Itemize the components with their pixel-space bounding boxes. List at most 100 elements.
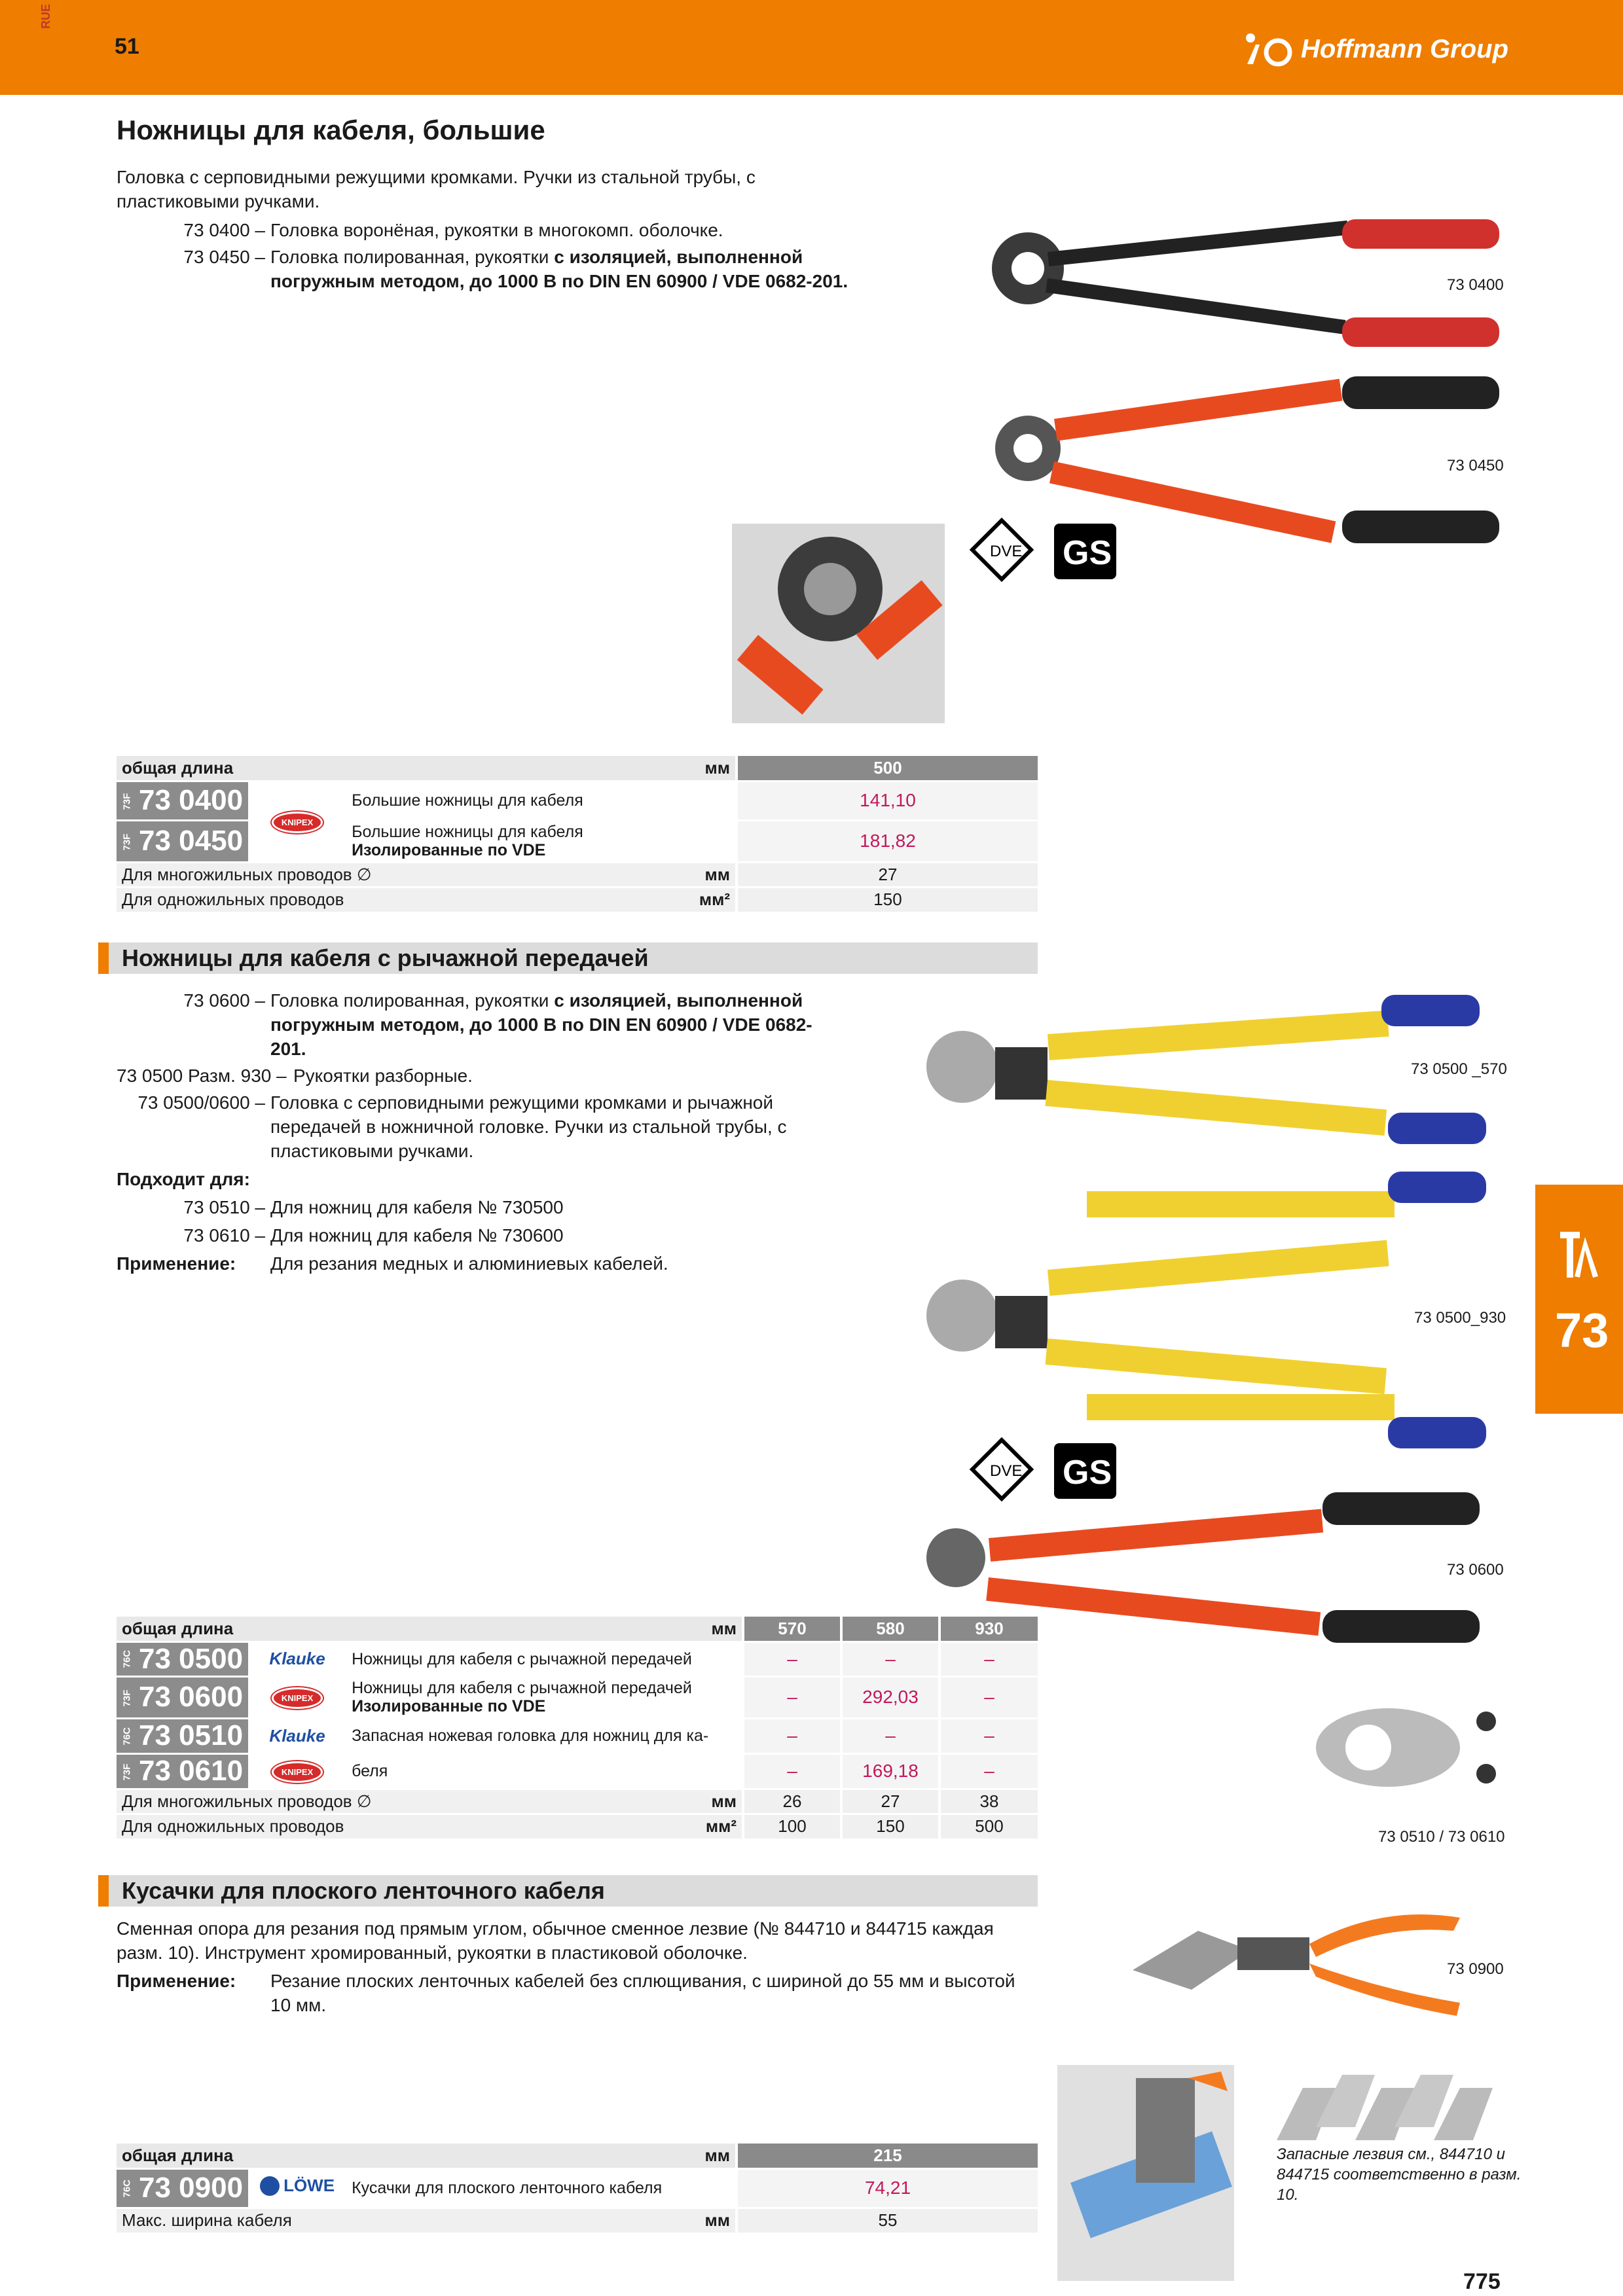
article-group: 73F — [121, 1763, 133, 1781]
replacement-blade-head-image — [1316, 1708, 1496, 1787]
variant-code: 73 0450 – — [183, 247, 265, 267]
article-price: – — [742, 1717, 841, 1753]
svg-text:DVE: DVE — [990, 1462, 1022, 1480]
svg-text:GS: GS — [1063, 534, 1112, 572]
section1-intro: Головка с серповидными режущими кромками… — [117, 167, 756, 211]
fits-row: 73 0610 – Для ножниц для кабеля № 730600 — [117, 1223, 869, 1247]
spec-value: 100 — [742, 1812, 841, 1839]
vde-gs-certification-icon: DVE GS — [969, 517, 1116, 583]
fits-text: Для ножниц для кабеля № 730600 — [270, 1225, 564, 1246]
replacement-blades-image — [1277, 2075, 1493, 2140]
section3-title-bar: Кусачки для плоского ленточного кабеля — [98, 1875, 1038, 1907]
section2-title-bar: Ножницы для кабеля с рычажной передачей — [98, 942, 1038, 974]
variant-text: Головка воронёная, рукоятки в многокомп.… — [270, 218, 723, 242]
article-price: – — [938, 1675, 1038, 1718]
section3-title: Кусачки для плоского ленточного кабеля — [122, 1877, 605, 1904]
hoffmann-logo-icon — [1246, 33, 1292, 66]
variant-row: 73 0400 – Головка воронёная, рукоятки в … — [117, 218, 869, 242]
variant-code: 73 0500 Разм. 930 – — [117, 1066, 287, 1086]
variant-text: Головка с серповидными режущими кромками… — [270, 1092, 787, 1161]
article-price: – — [840, 1640, 939, 1676]
spec-unit: мм² — [671, 1812, 743, 1839]
header-unit: мм — [665, 756, 737, 781]
article-group: 73F — [121, 1689, 133, 1707]
cable-shears-73-0400-image — [992, 219, 1499, 543]
variant-code: 73 0400 – — [183, 220, 265, 240]
top-bar — [0, 0, 1623, 95]
brand-logo: Hoffmann Group — [1244, 29, 1508, 69]
brand-klauke: Klauke — [248, 1640, 347, 1676]
brand-knipex: KNIPEX — [248, 1752, 347, 1789]
article-group: 76C — [121, 1650, 133, 1668]
article-price: 292,03 — [840, 1675, 939, 1718]
fits-label: Подходит для: — [117, 1169, 250, 1189]
spec-row: Для одножильных проводов мм² 100 150 500 — [117, 1812, 1038, 1839]
article-code: 73F 73 0400 — [117, 780, 249, 820]
spec-value: 27 — [840, 1787, 939, 1814]
caption-73-0510-0610: 73 0510 / 73 0610 — [1378, 1828, 1505, 1846]
header-unit: мм — [665, 2144, 737, 2168]
article-number: 73 0450 — [139, 825, 244, 857]
article-number: 73 0610 — [139, 1755, 244, 1787]
fits-text: Для ножниц для кабеля № 730500 — [270, 1197, 564, 1217]
spec-value: 27 — [735, 861, 1038, 887]
lever-cable-shears-images — [926, 995, 1486, 1643]
section3-intro: Сменная опора для резания под прямым угл… — [117, 1918, 994, 1963]
cable-shears-head-closeup-image — [732, 524, 945, 723]
chapter-number: 73 — [1555, 1303, 1609, 1357]
article-number: 73 0510 — [139, 1719, 244, 1751]
brand-klauke: Klauke — [248, 1717, 347, 1753]
variant-row: 73 0450 – Головка полированная, рукоятки… — [117, 245, 869, 293]
fits-code: 73 0610 – — [183, 1225, 265, 1246]
spec-unit: мм — [665, 861, 737, 887]
table-header-row: общая длина мм 215 — [117, 2144, 1038, 2168]
article-price: 141,10 — [735, 780, 1038, 820]
caption-73-0600: 73 0600 — [1447, 1561, 1504, 1579]
cutting-tools-icon — [1560, 1232, 1598, 1278]
article-price: – — [938, 1752, 1038, 1789]
header-column: 570 — [742, 1617, 841, 1641]
article-desc: беля — [346, 1752, 743, 1789]
region-code: RUE — [39, 3, 52, 29]
spec-row: Макс. ширина кабеля мм 55 — [117, 2206, 1038, 2233]
section-accent — [98, 1875, 109, 1907]
section-page-number: 51 — [115, 34, 139, 59]
article-price: – — [742, 1675, 841, 1718]
blades-note: Запасные лезвия см., 844710 и 844715 соо… — [1277, 2145, 1522, 2204]
use-row: Применение: Резание плоских ленточных ка… — [117, 1969, 1033, 2017]
page-number: 775 — [1463, 2269, 1501, 2294]
desc-line-bold: Изолированные по VDE — [352, 1697, 546, 1715]
spec-unit: мм — [671, 1787, 743, 1814]
spec-unit: мм — [665, 2206, 737, 2233]
klauke-logo: Klauke — [269, 1725, 325, 1746]
variant-text-plain: Головка полированная, рукоятки — [270, 247, 555, 267]
article-group: 73F — [121, 833, 133, 851]
header-label: общая длина — [117, 1617, 671, 1641]
article-price: – — [742, 1640, 841, 1676]
article-code: 73F 73 0450 — [117, 819, 249, 862]
lowe-brand-text: LÖWE — [283, 2176, 335, 2196]
article-number: 73 0400 — [139, 784, 244, 816]
caption-73-0450: 73 0450 — [1447, 457, 1504, 475]
use-text: Резание плоских ленточных кабелей без сп… — [270, 1971, 1015, 2015]
caption-73-0900: 73 0900 — [1447, 1960, 1504, 1978]
article-number: 73 0500 — [139, 1642, 244, 1675]
caption-73-0400: 73 0400 — [1447, 276, 1504, 294]
fits-row: 73 0510 – Для ножниц для кабеля № 730500 — [117, 1195, 869, 1219]
desc-line: Ножницы для кабеля с рычажной передачей — [352, 1679, 692, 1697]
variant-code: 73 0600 – — [183, 990, 265, 1011]
spec-value: 26 — [742, 1787, 841, 1814]
klauke-logo: Klauke — [269, 1649, 325, 1668]
use-text: Для резания медных и алюминиевых кабелей… — [270, 1253, 668, 1274]
variant-text: Головка полированная, рукоятки с изоляци… — [270, 988, 847, 1061]
article-group: 73F — [121, 793, 133, 810]
article-desc: Запасная ножевая головка для ножниц для … — [346, 1717, 743, 1753]
